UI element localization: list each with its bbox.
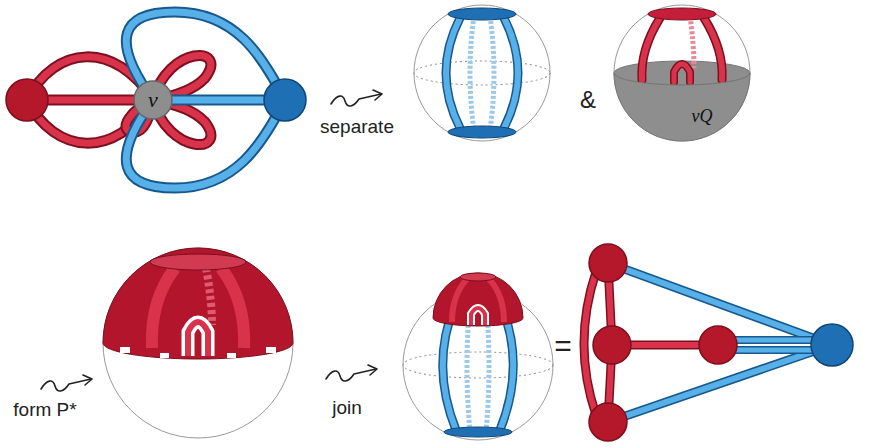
red-hemisphere-part	[120, 347, 130, 353]
red-hemisphere-part	[206, 268, 212, 325]
joined-spheres-part	[403, 352, 553, 378]
joined-spheres-part	[452, 279, 467, 322]
squiggle-arrow-part	[41, 379, 91, 391]
red-sphere-part	[704, 18, 722, 80]
step-label: form P*	[13, 400, 76, 421]
red-hemisphere-part	[221, 268, 244, 348]
result-graph-part	[811, 324, 853, 366]
red-sphere-part	[642, 18, 660, 80]
squiggle-arrow-part	[331, 94, 381, 106]
equals-sign: =	[554, 329, 572, 362]
blue-sphere-part	[448, 126, 516, 138]
red-sphere-part	[674, 64, 690, 82]
joined-spheres-part	[460, 273, 496, 281]
vertex-fill	[134, 81, 172, 119]
red-sphere-part	[614, 5, 750, 141]
graph-vertices-part	[264, 79, 306, 121]
node-label: vQ	[692, 107, 713, 127]
hemisphere-region: vQ	[614, 73, 750, 141]
red-hemisphere-part	[227, 353, 236, 358]
blue-sphere-part	[470, 16, 474, 130]
red-hemisphere-part	[150, 254, 246, 270]
blue-sphere-part	[490, 16, 494, 130]
result-graph	[584, 244, 853, 441]
squiggle-arrow-part	[373, 90, 382, 100]
red-hemisphere-part	[266, 347, 276, 353]
squiggle-arrow-part	[368, 365, 377, 375]
red-hemisphere-part	[160, 353, 169, 358]
squiggle-arrow	[326, 365, 377, 381]
blue-sphere-part	[414, 5, 550, 141]
hemisphere-outline	[614, 73, 750, 141]
squiggle-arrow-part	[326, 369, 376, 381]
vertex-circle: v	[133, 80, 173, 120]
joined-spheres-part	[471, 308, 485, 325]
squiggle-arrow	[41, 375, 92, 391]
red-hemisphere	[103, 248, 293, 438]
red-hemisphere-part	[188, 322, 208, 356]
joined-spheres-part	[444, 427, 512, 437]
result-graph-part	[593, 326, 631, 364]
red-hemisphere-part	[152, 268, 175, 348]
result-graph-part	[589, 403, 627, 441]
blue-sphere-part	[414, 61, 550, 85]
red-sphere	[614, 5, 750, 141]
red-sphere-part	[704, 18, 722, 80]
hemisphere-fill	[614, 73, 750, 141]
red-hemisphere-part	[188, 322, 208, 356]
squiggle-arrow-part	[83, 375, 92, 385]
blue-sphere-part	[448, 8, 516, 20]
node-label: v	[148, 88, 158, 112]
joined-spheres-part	[471, 308, 485, 325]
blue-sphere-part	[504, 18, 518, 128]
blue-sphere-part	[446, 18, 460, 128]
red-sphere-part	[642, 18, 660, 80]
step-label: join	[332, 398, 362, 419]
red-hemisphere-part	[103, 248, 293, 359]
joined-spheres	[403, 273, 553, 440]
step-label: separate	[320, 117, 394, 138]
graph-vertices	[6, 79, 306, 121]
joined-spheres-part	[433, 273, 523, 326]
blue-sphere-part	[446, 18, 460, 128]
red-sphere-part	[648, 8, 716, 20]
ampersand: &	[580, 87, 596, 113]
graph-vertices-part	[6, 79, 48, 121]
blue-ribbons	[126, 12, 285, 188]
blue-sphere-part	[504, 18, 518, 128]
red-hemisphere-part	[103, 248, 293, 438]
result-graph-part	[589, 244, 627, 282]
joined-spheres-part	[489, 279, 504, 322]
result-graph-part	[699, 326, 737, 364]
red-sphere-part	[690, 16, 694, 68]
blue-sphere	[414, 5, 550, 141]
squiggle-arrow	[331, 90, 382, 106]
red-sphere-part	[674, 64, 690, 82]
